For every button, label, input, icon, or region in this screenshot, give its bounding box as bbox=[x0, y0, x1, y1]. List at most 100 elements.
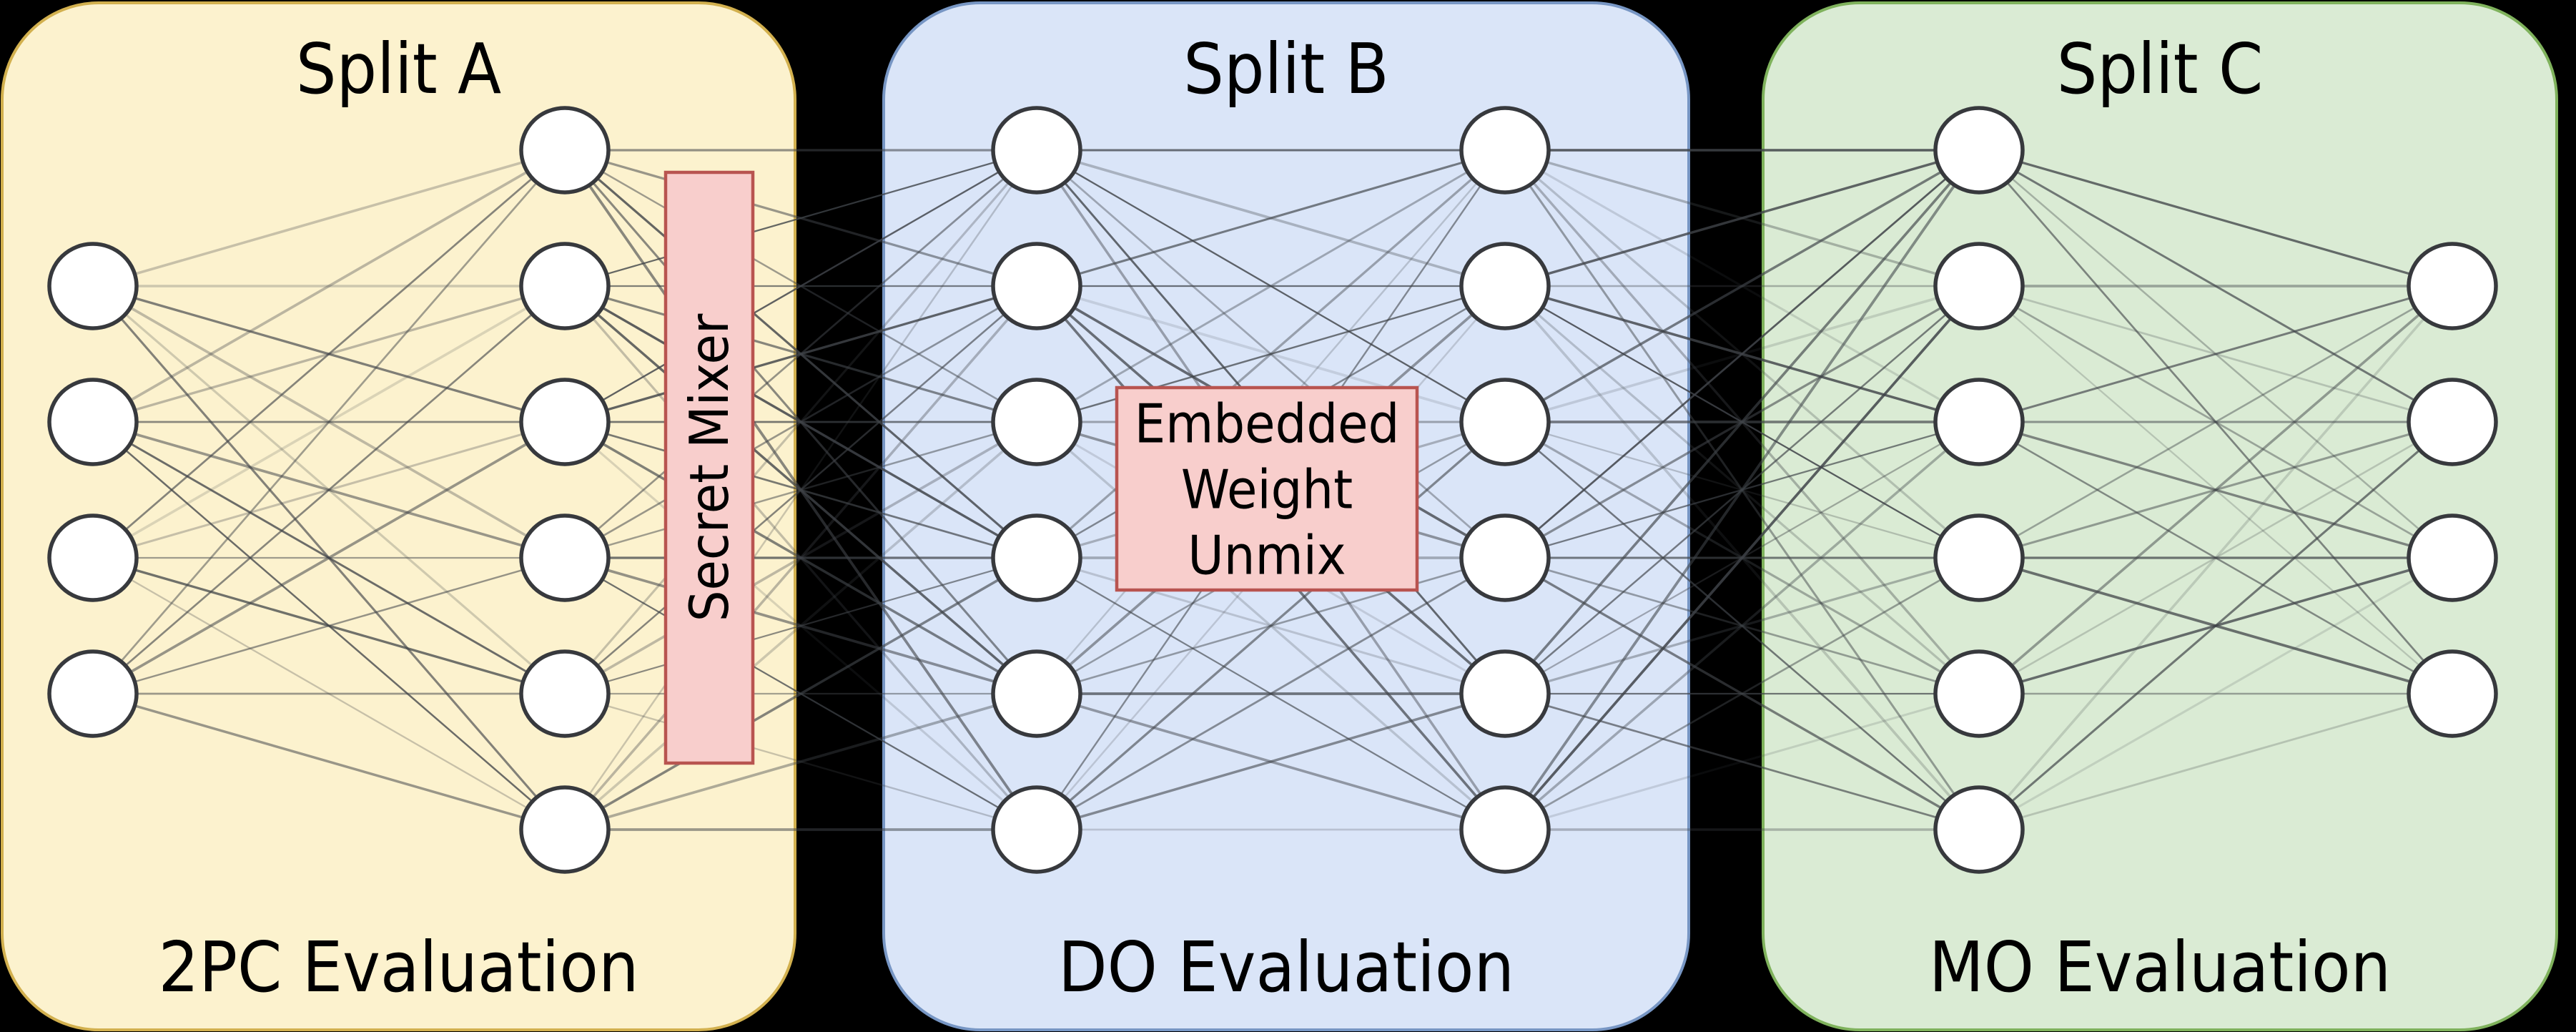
embedded-weight-unmix-line-2: Weight bbox=[1181, 458, 1353, 521]
edge-a-in-to-a-hid bbox=[92, 149, 566, 694]
edge-c-in-to-c-out bbox=[1978, 556, 2453, 831]
edge-c-in-to-c-out bbox=[1978, 421, 2453, 695]
neuron-node-a-in-4 bbox=[47, 649, 139, 738]
edge-b-out-to-c-in bbox=[1504, 149, 1980, 288]
neuron-node-b-out-2 bbox=[1459, 242, 1551, 330]
neuron-node-a-hid-2 bbox=[519, 242, 611, 330]
edge-c-in-to-c-out bbox=[1978, 421, 2453, 559]
edge-a-in-to-a-hid bbox=[92, 149, 566, 288]
edge-b-in-to-b-out bbox=[1035, 421, 1506, 831]
edge-b-in-to-b-out bbox=[1036, 149, 1506, 423]
neuron-node-b-in-1 bbox=[991, 106, 1082, 195]
neuron-node-b-out-6 bbox=[1459, 785, 1551, 874]
neuron-node-c-out-2 bbox=[2407, 378, 2498, 466]
edge-a-in-to-a-hid bbox=[92, 556, 566, 695]
neuron-node-a-in-1 bbox=[47, 242, 139, 330]
edge-a-hid-to-b-in bbox=[564, 556, 1037, 831]
neuron-node-c-out-3 bbox=[2407, 513, 2498, 602]
edge-c-in-to-c-out bbox=[1978, 285, 2453, 559]
edge-layer bbox=[92, 149, 2454, 831]
edge-a-in-to-a-hid bbox=[92, 149, 566, 559]
edge-b-out-to-c-in bbox=[1504, 285, 1980, 831]
neuron-node-a-hid-5 bbox=[519, 649, 611, 738]
neuron-node-b-in-5 bbox=[991, 649, 1082, 738]
panel-title-split-a: Split A bbox=[296, 28, 501, 109]
edge-a-hid-to-b-in bbox=[564, 285, 1037, 694]
edge-b-out-to-c-in bbox=[1504, 556, 1980, 695]
panel-label-split-b: DO Evaluation bbox=[1058, 926, 1514, 1007]
edge-b-in-to-b-out bbox=[1035, 149, 1506, 559]
neuron-node-b-out-4 bbox=[1459, 513, 1551, 602]
neuron-node-c-in-2 bbox=[1933, 242, 2025, 330]
edge-a-hid-to-b-in bbox=[563, 421, 1038, 831]
neuron-node-b-in-6 bbox=[991, 785, 1082, 874]
edge-a-hid-to-b-in bbox=[564, 285, 1037, 559]
edge-a-in-to-a-hid bbox=[92, 285, 566, 559]
edge-b-out-to-c-in bbox=[1504, 149, 1980, 695]
embedded-weight-unmix-box bbox=[1115, 385, 1419, 592]
edge-b-in-to-b-out bbox=[1036, 149, 1506, 288]
edge-b-out-to-c-in bbox=[1504, 692, 1980, 831]
edge-b-out-to-c-in bbox=[1504, 556, 1980, 695]
neuron-node-b-in-3 bbox=[991, 378, 1082, 466]
neuron-node-b-in-2 bbox=[991, 242, 1082, 330]
panel-title-split-b: Split B bbox=[1183, 28, 1388, 109]
neuron-node-a-in-3 bbox=[47, 513, 139, 602]
edge-a-hid-to-b-in bbox=[564, 692, 1037, 831]
neuron-node-a-hid-1 bbox=[519, 106, 611, 195]
edge-b-out-to-c-in bbox=[1504, 149, 1980, 423]
neuron-node-b-in-4 bbox=[991, 513, 1082, 602]
edge-a-hid-to-b-in bbox=[564, 149, 1037, 423]
neuron-node-a-in-2 bbox=[47, 378, 139, 466]
neuron-node-b-out-1 bbox=[1459, 106, 1551, 195]
edge-a-hid-to-b-in bbox=[563, 149, 1038, 830]
edge-a-in-to-a-hid bbox=[92, 149, 566, 423]
edge-b-out-to-c-in bbox=[1504, 149, 1980, 831]
edge-a-hid-to-b-in bbox=[563, 285, 1038, 831]
neuron-node-a-hid-3 bbox=[519, 378, 611, 466]
edge-c-in-to-c-out bbox=[1978, 149, 2453, 423]
edge-b-out-to-c-in bbox=[1504, 556, 1980, 831]
edge-c-in-to-c-out bbox=[1978, 149, 2453, 288]
edge-a-in-to-a-hid bbox=[92, 285, 566, 695]
embedded-weight-unmix-line-1: Embedded bbox=[1135, 393, 1400, 455]
edge-a-hid-to-b-in bbox=[564, 692, 1037, 831]
node-layer bbox=[47, 106, 2498, 874]
neuron-node-b-out-3 bbox=[1459, 378, 1551, 466]
edge-b-in-to-b-out bbox=[1036, 692, 1506, 831]
neuron-node-a-hid-6 bbox=[519, 785, 611, 874]
secret-mixer-label: Secret Mixer bbox=[678, 313, 740, 621]
edge-c-in-to-c-out bbox=[1978, 285, 2453, 423]
neuron-node-c-in-4 bbox=[1933, 513, 2025, 602]
edge-a-hid-to-b-in bbox=[563, 149, 1038, 695]
neuron-node-b-out-5 bbox=[1459, 649, 1551, 738]
edge-a-hid-to-b-in bbox=[564, 421, 1037, 695]
edge-a-in-to-a-hid bbox=[92, 421, 566, 695]
edge-c-in-to-c-out bbox=[1978, 285, 2454, 695]
edge-b-in-to-b-out bbox=[1036, 285, 1506, 423]
panel-title-split-c: Split C bbox=[2057, 28, 2264, 109]
edge-b-out-to-c-in bbox=[1504, 149, 1980, 559]
neuron-node-c-in-3 bbox=[1933, 378, 2025, 466]
panel-label-split-a: 2PC Evaluation bbox=[158, 926, 638, 1007]
edge-a-hid-to-b-in bbox=[564, 149, 1037, 559]
edge-a-in-to-a-hid bbox=[92, 692, 566, 831]
panel-label-split-c: MO Evaluation bbox=[1929, 926, 2391, 1007]
neuron-node-a-hid-4 bbox=[519, 513, 611, 602]
neuron-node-c-in-5 bbox=[1933, 649, 2025, 738]
neuron-node-c-in-6 bbox=[1933, 785, 2025, 874]
edge-c-in-to-c-out bbox=[1978, 421, 2453, 559]
neuron-node-c-out-4 bbox=[2407, 649, 2498, 738]
embedded-weight-unmix-line-3: Unmix bbox=[1188, 524, 1346, 586]
edge-b-out-to-c-in bbox=[1504, 421, 1980, 831]
edge-b-in-to-b-out bbox=[1036, 556, 1506, 831]
neuron-node-c-in-1 bbox=[1933, 106, 2025, 195]
edge-a-hid-to-b-in bbox=[564, 556, 1037, 695]
secret-mixer-box bbox=[663, 170, 755, 765]
edge-c-in-to-c-out bbox=[1978, 421, 2454, 831]
neuron-node-c-out-1 bbox=[2407, 242, 2498, 330]
edge-c-in-to-c-out bbox=[1978, 285, 2454, 831]
edge-a-hid-to-b-in bbox=[564, 149, 1037, 288]
